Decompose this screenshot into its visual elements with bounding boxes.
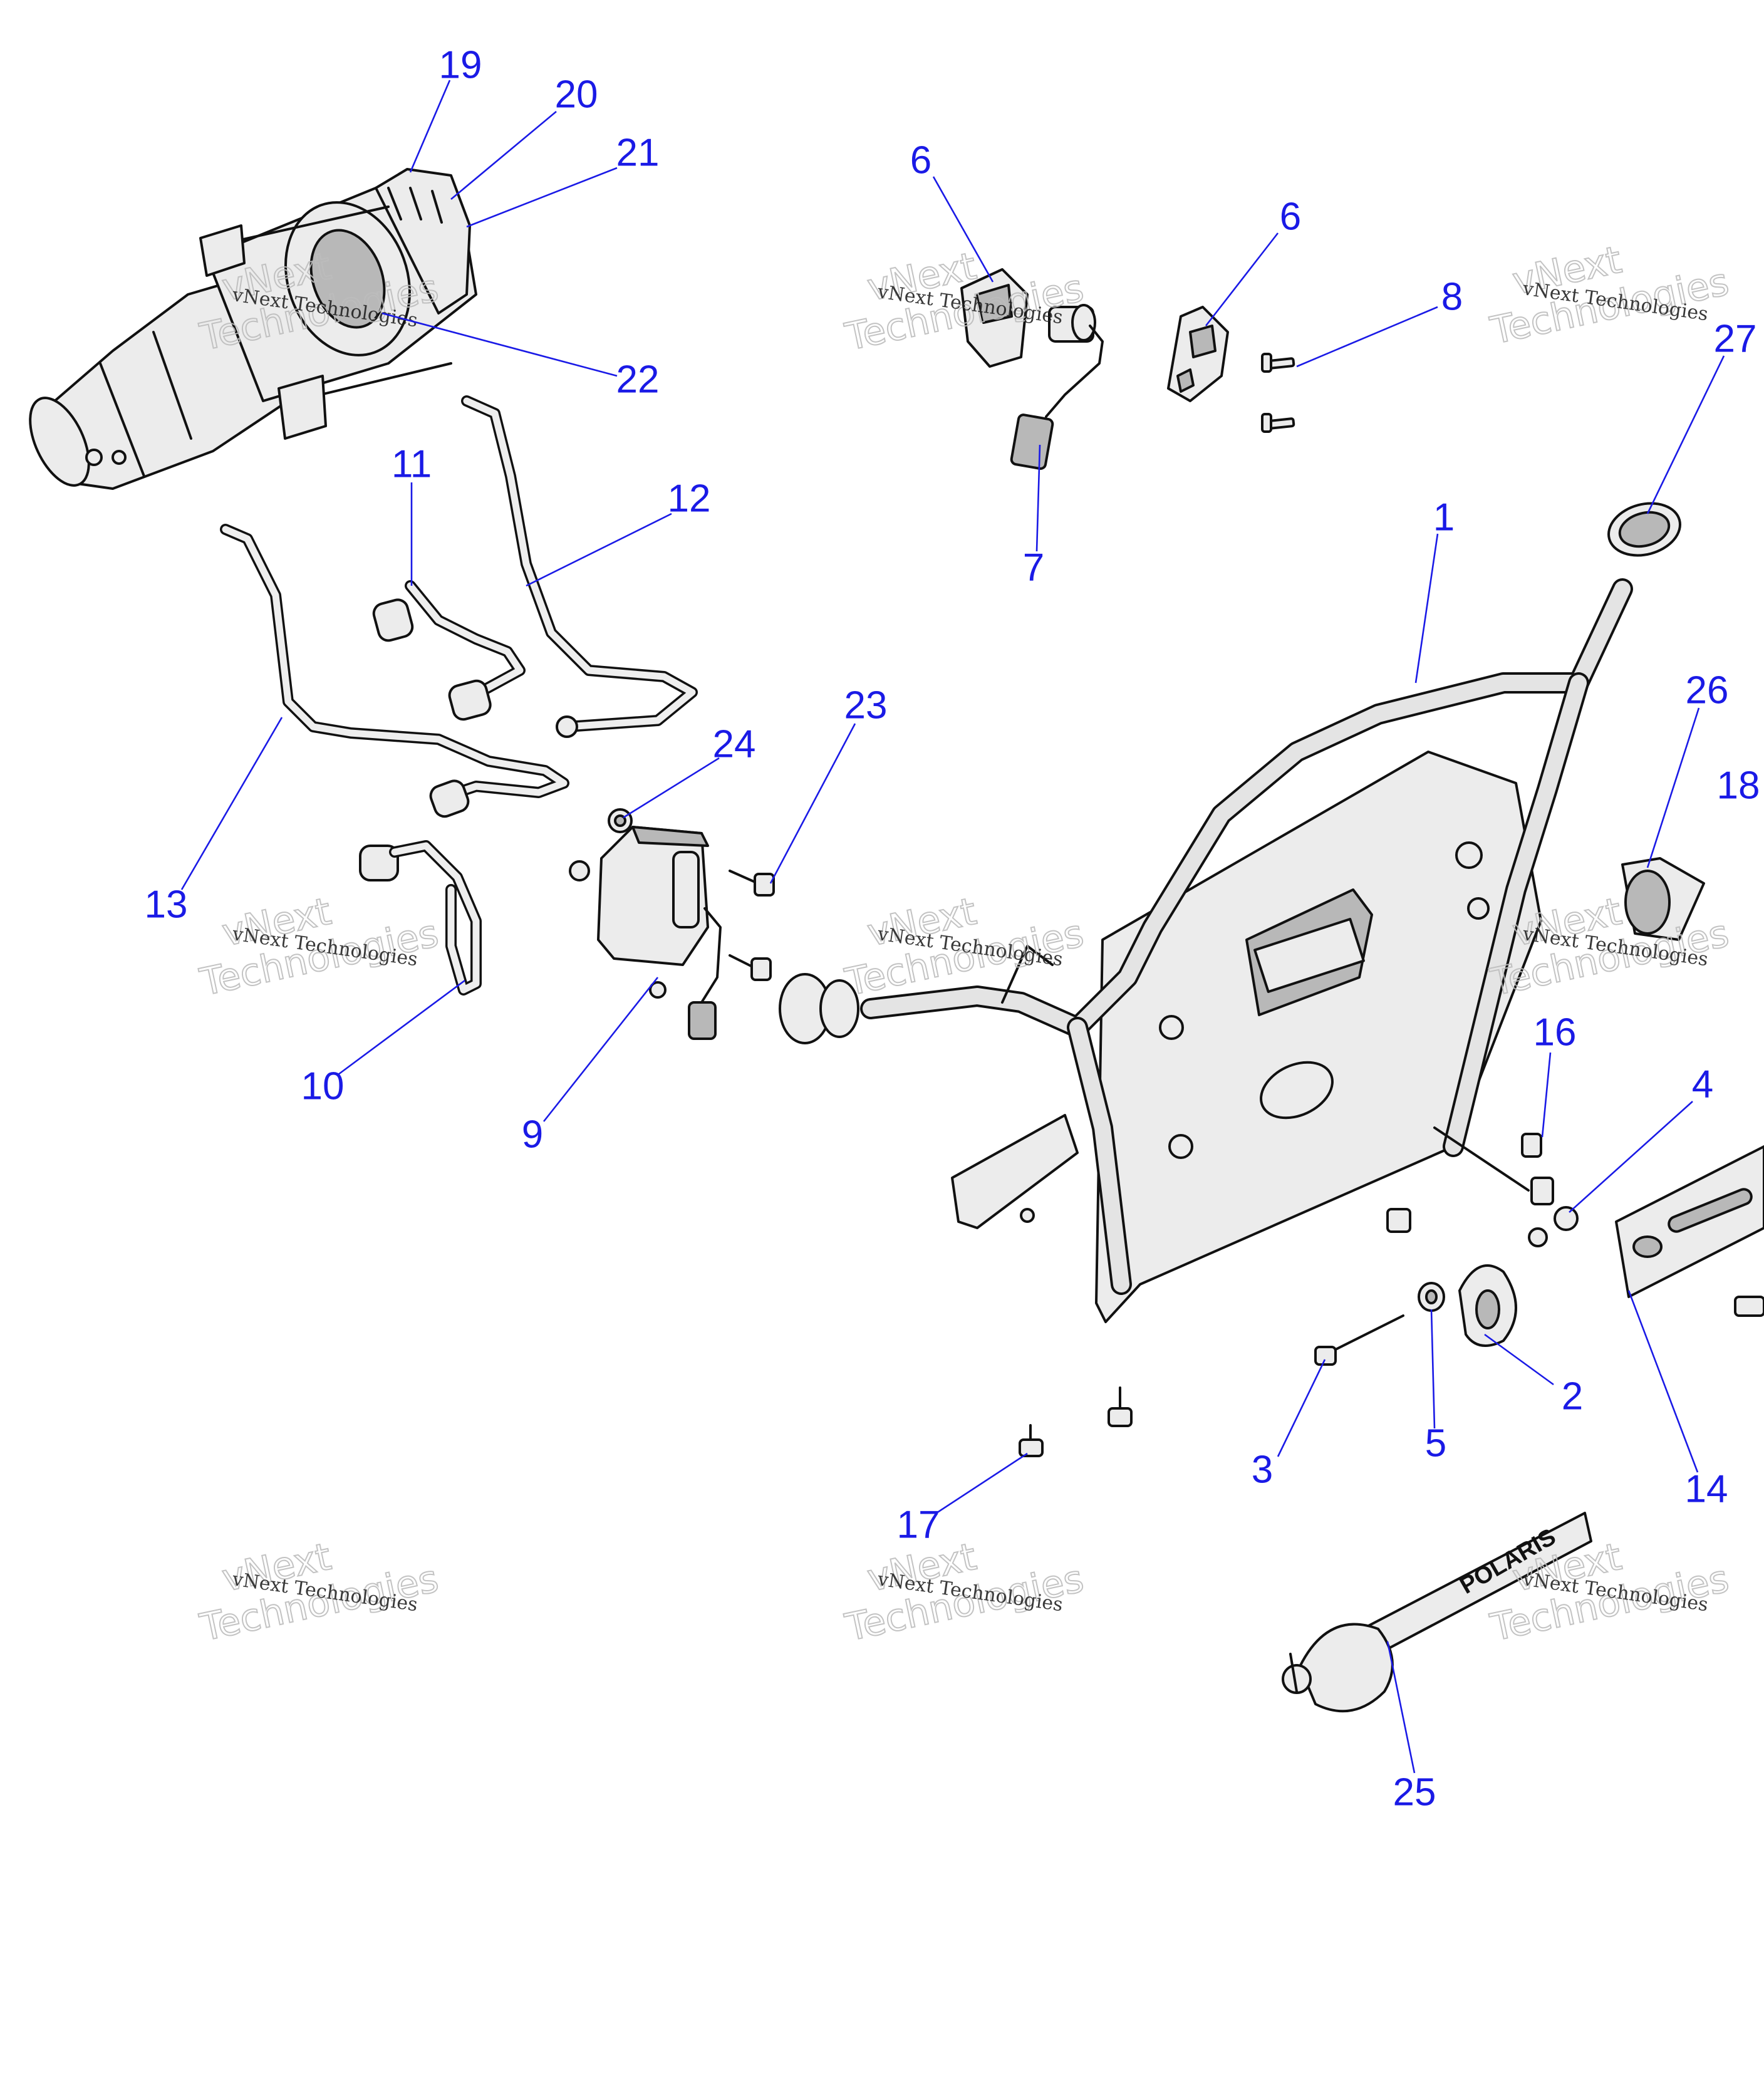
plug-27 — [1607, 502, 1681, 557]
leader-line-16 — [1541, 1052, 1552, 1138]
callout-20: 20 — [555, 73, 598, 116]
leader-line-27 — [1646, 355, 1725, 514]
leader-line-17 — [936, 1452, 1028, 1514]
leader-line-22 — [381, 312, 618, 377]
callout-23: 23 — [844, 684, 888, 727]
callout-7: 7 — [1023, 546, 1044, 589]
cable-10 — [359, 840, 482, 996]
callout-11: 11 — [392, 442, 432, 486]
bolt-16 — [1433, 1126, 1554, 1205]
washer-5 — [1418, 1282, 1445, 1312]
callout-3: 3 — [1252, 1448, 1273, 1491]
callout-10: 10 — [301, 1064, 345, 1108]
leader-line-10 — [338, 979, 465, 1076]
leader-line-5 — [1430, 1309, 1436, 1429]
leader-line-3 — [1277, 1359, 1326, 1457]
cable-12 — [461, 395, 698, 738]
leader-line-21 — [466, 167, 618, 228]
callout-26: 26 — [1686, 668, 1729, 712]
callout-4: 4 — [1692, 1063, 1713, 1106]
screws-8 — [1261, 353, 1295, 433]
shackle-mount-2 — [1458, 1264, 1517, 1347]
switch-housing-left — [960, 268, 1104, 470]
bolts-23 — [729, 870, 775, 981]
callout-17: 17 — [897, 1503, 940, 1546]
callout-18: 18 — [1717, 764, 1760, 807]
plug-front-left — [779, 973, 859, 1044]
callout-19: 19 — [439, 43, 482, 86]
leader-line-24 — [623, 757, 720, 819]
callout-16: 16 — [1533, 1011, 1577, 1054]
cap-26 — [1621, 857, 1705, 941]
callout-24: 24 — [713, 722, 756, 766]
leader-line-1 — [1414, 533, 1439, 684]
leader-line-23 — [769, 723, 856, 884]
switch-housing-right — [1167, 306, 1229, 402]
cable-13 — [220, 524, 569, 818]
leader-line-14 — [1627, 1290, 1699, 1473]
callout-13: 13 — [145, 883, 188, 926]
leader-line-2 — [1484, 1333, 1554, 1386]
leader-line-19 — [409, 80, 451, 173]
nut-24 — [608, 808, 633, 833]
leader-line-9 — [542, 977, 659, 1122]
leader-line-26 — [1646, 707, 1700, 868]
callout-14: 14 — [1685, 1467, 1728, 1510]
leader-line-20 — [450, 111, 557, 200]
leader-line-13 — [180, 717, 283, 890]
callout-8: 8 — [1441, 275, 1463, 318]
callout-1: 1 — [1433, 496, 1455, 539]
leader-line-25 — [1386, 1641, 1416, 1774]
callout-22: 22 — [616, 358, 660, 401]
callout-6: 6 — [910, 138, 931, 182]
callout-21: 21 — [616, 131, 660, 174]
bumper-frame — [860, 578, 1633, 1323]
cable-11 — [372, 580, 526, 721]
leader-line-6 — [1205, 232, 1279, 326]
leader-line-12 — [526, 512, 672, 587]
callout-6: 6 — [1280, 195, 1301, 238]
nut-4 — [1528, 1206, 1579, 1247]
watermarks: vNext Technologies vNext Technologies vN… — [195, 237, 1733, 1651]
leader-line-4 — [1569, 1101, 1693, 1213]
callout-9: 9 — [522, 1113, 543, 1156]
callout-27: 27 — [1714, 317, 1757, 360]
leader-line-7 — [1035, 444, 1041, 552]
winch-assembly — [29, 168, 477, 490]
contactor-9 — [569, 810, 722, 1040]
callout-5: 5 — [1425, 1422, 1446, 1465]
leader-line-8 — [1296, 306, 1438, 368]
callout-2: 2 — [1562, 1375, 1583, 1418]
callout-12: 12 — [668, 477, 711, 520]
bolts-17 — [1019, 1386, 1133, 1457]
leader-line-6 — [932, 176, 994, 283]
bolt-2-mount — [1386, 1208, 1411, 1233]
plate-14 — [1615, 1145, 1764, 1317]
bolt-3 — [1314, 1314, 1404, 1366]
callout-25: 25 — [1393, 1770, 1436, 1814]
